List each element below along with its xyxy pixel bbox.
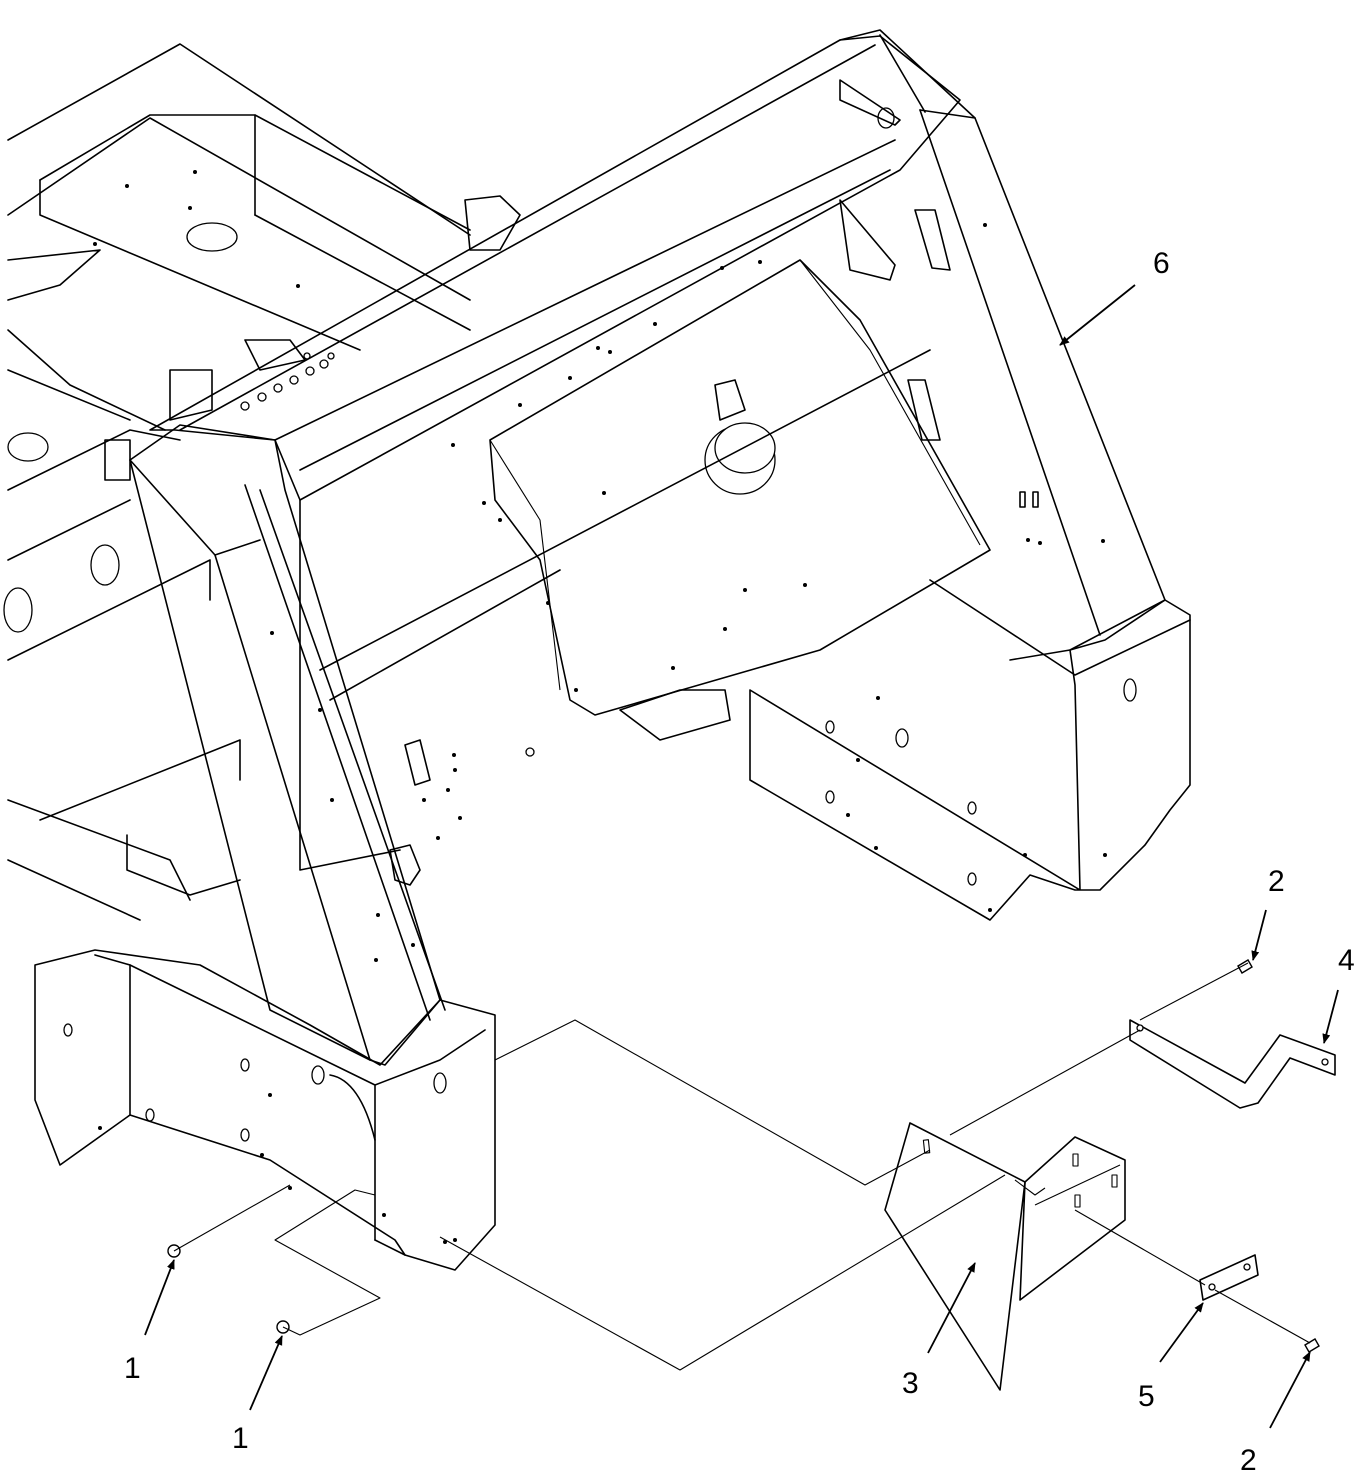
- callout-6: 6: [1153, 247, 1170, 280]
- rivets: [167, 959, 1320, 1353]
- center-shroud: [299, 259, 991, 886]
- callout-1-left: 1: [124, 1352, 141, 1385]
- right-upright: [839, 29, 1166, 661]
- cross-beam: [149, 35, 961, 501]
- callout-2-top: 2: [1268, 865, 1285, 898]
- assembly-lines: [173, 962, 1311, 1371]
- callout-leaders: [144, 284, 1339, 1429]
- right-box: [749, 579, 1191, 921]
- guard-plate-part-3: [884, 1122, 1126, 1391]
- left-box: [34, 949, 496, 1271]
- callout-1-bottom: 1: [232, 1422, 249, 1455]
- callout-2-bottom: 2: [1240, 1444, 1257, 1475]
- callout-3: 3: [902, 1367, 919, 1400]
- strap-part-5: [1199, 1254, 1259, 1301]
- main-frame: [3, 43, 521, 921]
- callout-labels: 6 2 4 1 1 3 5 2: [124, 247, 1355, 1475]
- left-upright: [129, 424, 446, 1066]
- bracket-part-4: [1129, 1019, 1336, 1109]
- callout-5: 5: [1138, 1380, 1155, 1413]
- callout-4: 4: [1338, 944, 1355, 977]
